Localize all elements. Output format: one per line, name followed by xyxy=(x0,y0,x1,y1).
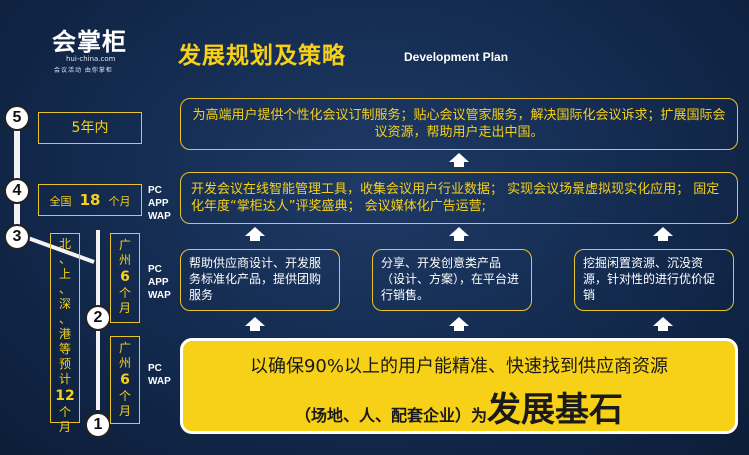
timeline-line-2 xyxy=(96,230,100,308)
period-3-char: 等 xyxy=(58,342,71,356)
platform-label: WAP xyxy=(148,376,171,387)
logo-url: hui-china.com xyxy=(66,55,116,63)
period-2-city: 州 xyxy=(118,253,131,267)
period-1-city: 州 xyxy=(118,356,131,370)
goal-stage-5: 为高端用户提供个性化会议订制服务；贴心会议管家服务，解决国际化会议诉求；扩展国际… xyxy=(180,98,738,150)
period-3-char: 计 xyxy=(58,372,71,386)
period-2-unit: 个 xyxy=(118,286,131,300)
arrow-up-icon xyxy=(449,153,469,167)
timeline-line-4-3 xyxy=(14,200,20,230)
goal-stage-2-idle-resources: 挖掘闲置资源、沉没资源，针对性的进行优价促销 xyxy=(574,249,734,311)
platform-label: WAP xyxy=(148,290,171,301)
logo: 会掌柜 hui-china.com 会议活动 由你掌柜 xyxy=(52,22,147,74)
page-title: 发展规划及策略 xyxy=(178,43,346,69)
platform-list-stage2: PC APP WAP xyxy=(148,263,171,302)
goal-stage-4: 开发会议在线智能管理工具，收集会议用户行业数据； 实现会议场景虚拟现实化应用； … xyxy=(180,172,738,224)
arrow-up-icon xyxy=(449,317,469,331)
period-3-unit: 个 xyxy=(58,405,71,419)
period-4-unit: 个月 xyxy=(108,195,131,208)
period-3-char: 北 xyxy=(58,237,71,251)
platform-label: APP xyxy=(148,198,169,209)
period-2-unit: 月 xyxy=(118,301,131,315)
arrow-up-icon xyxy=(245,317,265,331)
stage-2-marker: 2 xyxy=(85,305,111,331)
goal-stage-2-standardization: 帮助供应商设计、开发服务标准化产品，提供团购服务 xyxy=(180,249,340,311)
period-3-number: 12 xyxy=(55,388,75,404)
platform-list-stage4: PC APP WAP xyxy=(148,184,171,223)
foundation-line-2-prefix: （场地、人、配套企业）为 xyxy=(294,406,487,425)
period-2-number: 6 xyxy=(120,269,130,285)
foundation-line-1: 以确保90%以上的用户能精准、快速找到供应商资源 xyxy=(249,356,668,377)
period-4-number: 18 xyxy=(79,191,101,209)
platform-label: PC xyxy=(148,363,162,374)
platform-label: PC xyxy=(148,185,162,196)
timeline-line-5-4 xyxy=(14,118,20,190)
arrow-up-icon xyxy=(653,317,673,331)
period-3-char: 深 xyxy=(58,297,71,311)
stage-1-marker: 1 xyxy=(85,412,111,438)
platform-label: APP xyxy=(148,277,169,288)
page-subtitle: Development Plan xyxy=(404,50,509,64)
stage-3-marker: 3 xyxy=(4,224,30,250)
period-3-char: 、 xyxy=(58,252,71,266)
logo-slogan: 会议活动 由你掌柜 xyxy=(54,67,113,74)
period-2-city: 广 xyxy=(118,238,131,252)
period-1-6-months: 广 州 6 个 月 xyxy=(110,336,140,424)
period-18-months: 全国 18 个月 xyxy=(38,184,142,216)
timeline-line-1 xyxy=(96,330,100,410)
period-1-city: 广 xyxy=(118,341,131,355)
period-3-char: 上 xyxy=(58,267,71,281)
platform-label: PC xyxy=(148,264,162,275)
stage-5-marker: 5 xyxy=(4,105,30,131)
platform-list-stage1: PC WAP xyxy=(148,362,171,388)
foundation-banner: 以确保90%以上的用户能精准、快速找到供应商资源 （场地、人、配套企业）为发展基… xyxy=(180,338,738,434)
period-2-6-months: 广 州 6 个 月 xyxy=(110,233,140,323)
logo-text: 会掌柜 xyxy=(52,28,127,56)
period-3-char: 港 xyxy=(58,327,71,341)
foundation-line-2-emphasis: 发展基石 xyxy=(487,390,623,430)
stage-4-marker: 4 xyxy=(4,178,30,204)
period-3-char: 、 xyxy=(58,312,71,326)
arrow-up-icon xyxy=(653,227,673,241)
foundation-line-2: （场地、人、配套企业）为发展基石 xyxy=(183,382,735,431)
arrow-up-icon xyxy=(245,227,265,241)
goal-stage-2-creative: 分享、开发创意类产品（设计、方案），在平台进行销售。 xyxy=(372,249,532,311)
arrow-up-icon xyxy=(449,227,469,241)
period-1-unit: 个 xyxy=(118,389,131,403)
period-5-years: 5年内 xyxy=(38,112,142,144)
period-3-char: 、 xyxy=(58,282,71,296)
period-3-char: 预 xyxy=(58,357,71,371)
period-1-number: 6 xyxy=(120,372,130,388)
period-12-months: 北 、 上 、 深 、 港 等 预 计 12 个 月 xyxy=(50,233,80,434)
period-3-unit: 月 xyxy=(58,420,71,434)
period-1-unit: 月 xyxy=(118,404,131,418)
platform-label: WAP xyxy=(148,211,171,222)
period-4-prefix: 全国 xyxy=(49,195,72,208)
